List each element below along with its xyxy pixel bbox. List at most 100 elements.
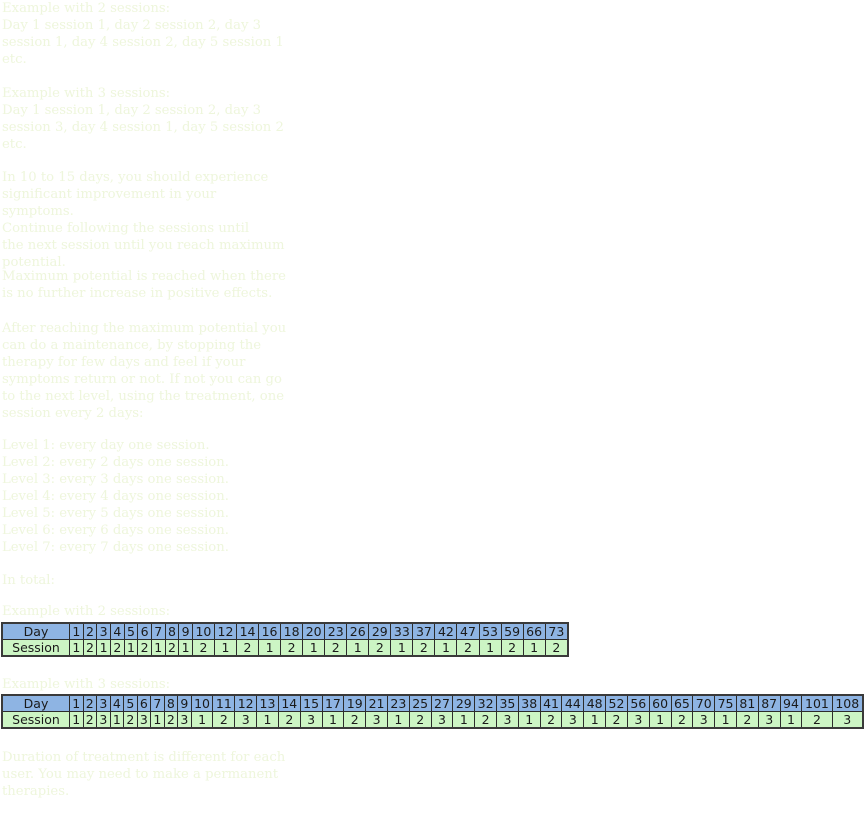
day-cell: 81 xyxy=(735,694,759,712)
day-cell: 8 xyxy=(163,694,179,712)
session-cell: 3 xyxy=(757,711,781,729)
session-cell: 2 xyxy=(368,639,392,657)
day-cell: 66 xyxy=(522,622,546,640)
day-cell: 9 xyxy=(177,694,192,712)
table-caption-three-sessions: Example with 3 sessions: xyxy=(2,677,171,692)
session-cell: 3 xyxy=(365,711,388,729)
day-cell: 44 xyxy=(561,694,585,712)
day-cell: 18 xyxy=(280,622,304,640)
session-cell: 1 xyxy=(178,639,193,657)
paragraph-two-session-example: Example with 2 sessions: Day 1 session 1… xyxy=(2,1,284,67)
day-cell: 15 xyxy=(299,694,323,712)
day-cell: 12 xyxy=(234,694,258,712)
day-cell: 2 xyxy=(82,694,98,712)
session-cell: 2 xyxy=(109,639,125,657)
paragraph-duration: Duration of treatment is different for e… xyxy=(2,750,286,799)
session-cell: 2 xyxy=(801,711,833,729)
session-cell: 3 xyxy=(561,711,585,729)
day-cell: 20 xyxy=(302,622,326,640)
day-cell: 42 xyxy=(434,622,458,640)
session-cell: 1 xyxy=(648,711,672,729)
session-cell: 3 xyxy=(626,711,650,729)
session-cell: 2 xyxy=(82,639,98,657)
day-cell: 59 xyxy=(500,622,524,640)
session-cell: 2 xyxy=(544,639,569,657)
session-cell: 1 xyxy=(321,711,345,729)
level-item: Level 1: every day one session. xyxy=(2,438,210,453)
day-cell: 3 xyxy=(96,622,111,640)
level-item: Level 5: every 5 days one session. xyxy=(2,506,229,521)
day-cell: 52 xyxy=(605,694,628,712)
session-cell: 3 xyxy=(96,711,111,729)
day-cell: 53 xyxy=(478,622,502,640)
session-cell: 1 xyxy=(434,639,458,657)
paragraph-three-session-example: Example with 3 sessions: Day 1 session 1… xyxy=(2,86,284,152)
day-cell: 38 xyxy=(517,694,541,712)
session-cell: 2 xyxy=(343,711,367,729)
session-row-label: Session xyxy=(1,711,70,729)
session-cell: 1 xyxy=(150,639,166,657)
session-cell: 1 xyxy=(213,639,238,657)
day-cell: 10 xyxy=(191,622,215,640)
session-cell: 1 xyxy=(386,711,410,729)
session-cell: 2 xyxy=(500,639,524,657)
day-cell: 23 xyxy=(386,694,410,712)
day-cell: 108 xyxy=(831,694,864,712)
day-cell: 4 xyxy=(109,622,125,640)
paragraph-improvement: In 10 to 15 days, you should experience … xyxy=(2,170,285,270)
session-cell: 2 xyxy=(605,711,628,729)
session-cell: 3 xyxy=(234,711,258,729)
level-item: Level 2: every 2 days one session. xyxy=(2,455,229,470)
day-cell: 1 xyxy=(69,622,84,640)
day-cell: 14 xyxy=(277,694,301,712)
day-cell: 7 xyxy=(150,694,165,712)
day-cell: 29 xyxy=(452,694,476,712)
session-cell: 2 xyxy=(280,639,304,657)
day-cell: 27 xyxy=(430,694,454,712)
day-cell: 16 xyxy=(258,622,282,640)
paragraph-maximum-potential: Maximum potential is reached when there … xyxy=(2,269,286,301)
day-cell: 13 xyxy=(256,694,279,712)
day-cell: 8 xyxy=(164,622,180,640)
session-cell: 2 xyxy=(735,711,759,729)
session-cell: 2 xyxy=(123,711,138,729)
session-cell: 2 xyxy=(456,639,480,657)
session-cell: 2 xyxy=(277,711,301,729)
day-cell: 87 xyxy=(757,694,781,712)
day-cell: 29 xyxy=(368,622,392,640)
day-cell: 65 xyxy=(670,694,694,712)
levels-list: Level 1: every day one session. Level 2:… xyxy=(2,437,292,556)
level-item: Level 3: every 3 days one session. xyxy=(2,472,229,487)
session-cell: 1 xyxy=(522,639,546,657)
level-item: Level 6: every 6 days one session. xyxy=(2,523,229,538)
day-cell: 10 xyxy=(190,694,214,712)
session-row-label: Session xyxy=(1,639,70,657)
session-cell: 1 xyxy=(302,639,326,657)
paragraph-maintenance: After reaching the maximum potential you… xyxy=(2,321,287,421)
day-cell: 56 xyxy=(626,694,650,712)
day-cell: 6 xyxy=(137,622,152,640)
session-cell: 1 xyxy=(583,711,607,729)
day-cell: 11 xyxy=(212,694,236,712)
day-cell: 48 xyxy=(583,694,607,712)
session-cell: 1 xyxy=(256,711,279,729)
day-row-label: Day xyxy=(1,694,70,712)
day-cell: 73 xyxy=(544,622,569,640)
day-cell: 21 xyxy=(365,694,388,712)
session-cell: 1 xyxy=(452,711,476,729)
session-cell: 1 xyxy=(69,711,84,729)
session-cell: 2 xyxy=(539,711,563,729)
session-cell: 2 xyxy=(408,711,432,729)
day-cell: 4 xyxy=(109,694,125,712)
day-cell: 3 xyxy=(96,694,111,712)
session-cell: 3 xyxy=(136,711,152,729)
day-cell: 12 xyxy=(213,622,238,640)
session-cell: 2 xyxy=(235,639,260,657)
day-cell: 17 xyxy=(321,694,345,712)
session-cell: 1 xyxy=(779,711,803,729)
